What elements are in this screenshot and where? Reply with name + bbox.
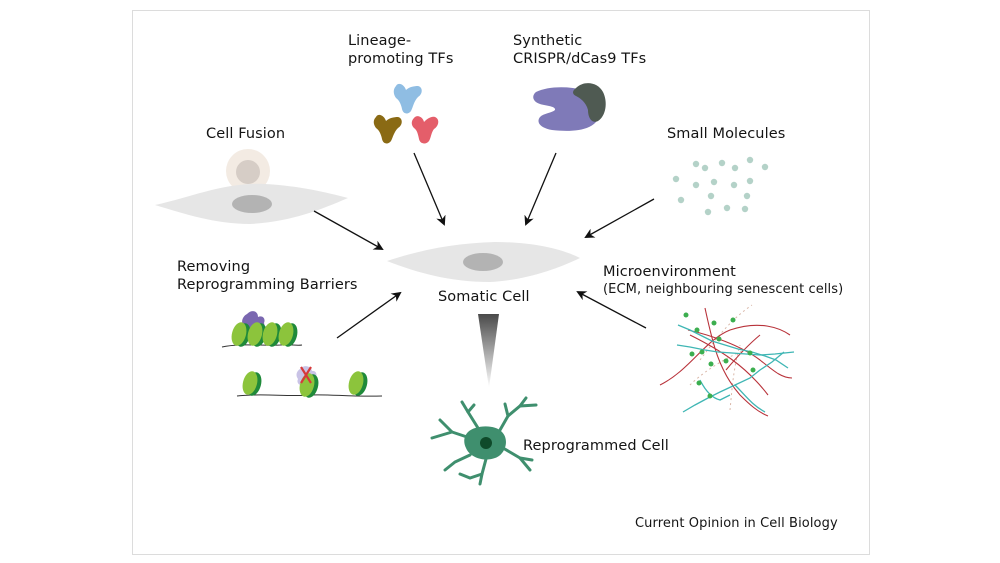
label-microenvironment-line2: (ECM, neighbouring senescent cells) [603, 282, 844, 297]
arrow-barriers [336, 291, 402, 339]
nucleosome-group-top [231, 322, 298, 347]
label-cell-fusion-line1: Cell Fusion [206, 126, 286, 142]
lineage-tf-graphic [373, 83, 439, 144]
label-barriers: Removing Reprogramming Barriers [177, 258, 358, 294]
arrow-crispr-tfs [524, 152, 557, 226]
label-cell-fusion: Cell Fusion [206, 125, 285, 143]
fusing-cell-nucleus-icon [236, 160, 260, 184]
reprogramming-taper-arrow [478, 314, 499, 388]
ecm-graphic [659, 304, 795, 417]
figure-frame [132, 10, 870, 555]
arrow-microenvironment [576, 291, 647, 329]
label-barriers-line2: Reprogramming Barriers [177, 277, 358, 293]
small-molecules-graphic [672, 156, 769, 216]
label-somatic-cell: Somatic Cell [438, 289, 530, 305]
somatic-cell-graphic [387, 242, 580, 282]
label-lineage-tfs-line1: Lineage- [348, 33, 412, 49]
label-lineage-tfs: Lineage- promoting TFs [348, 32, 453, 68]
label-crispr-tfs-line2: CRISPR/dCas9 TFs [513, 51, 647, 67]
source-credit: Current Opinion in Cell Biology [635, 516, 838, 531]
label-reprogrammed-cell: Reprogrammed Cell [523, 438, 669, 454]
dcas9-graphic [533, 83, 606, 131]
tf-blue-icon [393, 83, 422, 114]
tf-red-icon [411, 116, 439, 144]
nucleosome-group-bottom [242, 366, 368, 398]
chromatin-graphic [221, 311, 383, 398]
arrow-small-molecules [584, 198, 655, 238]
label-microenvironment-line1: Microenvironment [603, 264, 736, 280]
neuron-graphic [430, 396, 538, 486]
tf-brown-icon [373, 114, 402, 144]
dcas9-guide-icon [573, 83, 606, 122]
label-lineage-tfs-line2: promoting TFs [348, 51, 454, 67]
fibroblast-nucleus-icon [232, 195, 272, 213]
label-microenvironment: Microenvironment (ECM, neighbouring sene… [603, 263, 843, 299]
arrow-lineage-tfs [413, 152, 446, 226]
label-small-molecules: Small Molecules [667, 125, 785, 143]
label-crispr-tfs: Synthetic CRISPR/dCas9 TFs [513, 32, 646, 68]
cell-fusion-graphic [155, 149, 348, 224]
x-mark-icon [300, 366, 312, 384]
somatic-nucleus-icon [463, 253, 503, 271]
label-barriers-line1: Removing [177, 259, 251, 275]
neuron-nucleus-icon [480, 437, 492, 449]
arrow-cell-fusion [313, 210, 384, 250]
label-crispr-tfs-line1: Synthetic [513, 33, 583, 49]
label-small-molecules-line1: Small Molecules [667, 126, 786, 142]
